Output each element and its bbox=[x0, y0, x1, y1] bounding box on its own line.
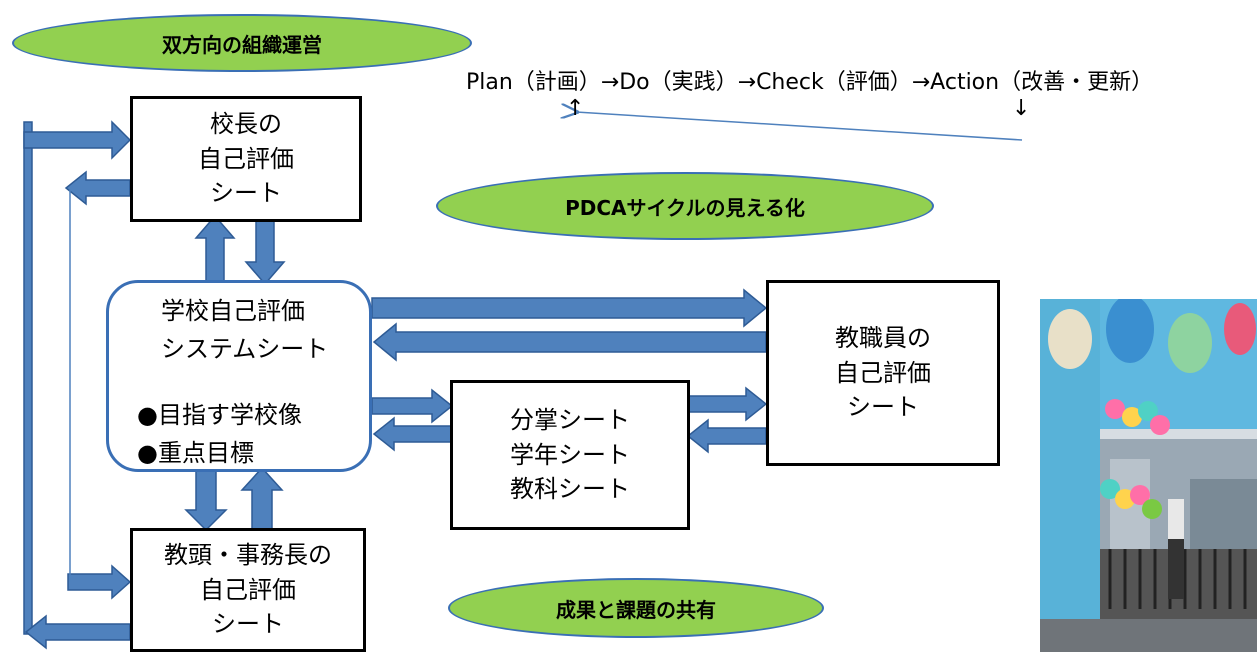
arrow-vice-to-outer bbox=[24, 614, 131, 650]
principal-line-2: 自己評価 bbox=[198, 144, 294, 173]
vice-line-2: 自己評価 bbox=[200, 575, 296, 604]
ellipse-share-label: 成果と課題の共有 bbox=[556, 597, 716, 622]
school-system-bullet-1: ●目指す学校像 bbox=[137, 401, 302, 429]
vice-principal-self-eval-box: 教頭・事務長の 自己評価 シート bbox=[130, 528, 366, 652]
arrow-system-to-division bbox=[371, 388, 454, 424]
ellipse-share: 成果と課題の共有 bbox=[448, 578, 824, 638]
arrow-principal-to-outer bbox=[64, 170, 131, 206]
ellipse-pdca-label: PDCAサイクルの見える化 bbox=[565, 195, 805, 220]
staff-self-eval-box: 教職員の 自己評価 シート bbox=[766, 280, 1000, 466]
pdca-return-line bbox=[576, 112, 1023, 141]
arrow-division-to-staff bbox=[687, 386, 768, 422]
pdca-cycle-text: Plan（計画）→Do（実践）→Check（評価）→Action（改善・更新） bbox=[466, 70, 1154, 95]
arrow-system-to-vice bbox=[184, 469, 228, 532]
vice-line-3: シート bbox=[212, 610, 284, 639]
principal-self-eval-box: 校長の 自己評価 シート bbox=[130, 96, 362, 222]
school-system-title-2: システムシート bbox=[161, 335, 329, 363]
staff-line-2: 自己評価 bbox=[835, 358, 931, 387]
arrow-system-to-staff bbox=[371, 288, 768, 328]
division-line-3: 教科シート bbox=[510, 475, 630, 504]
division-line-2: 学年シート bbox=[510, 440, 630, 469]
principal-line-3: シート bbox=[210, 179, 282, 208]
arrow-division-to-system bbox=[372, 416, 453, 452]
ellipse-bidirectional-label: 双方向の組織運営 bbox=[162, 32, 322, 57]
arrow-principal-to-system bbox=[244, 217, 286, 286]
arrow-vice-to-system bbox=[240, 466, 284, 531]
arrow-system-to-principal bbox=[194, 214, 236, 283]
staff-line-1: 教職員の bbox=[835, 323, 931, 352]
staff-line-3: シート bbox=[847, 393, 919, 422]
arrow-staff-to-system bbox=[372, 322, 767, 362]
school-system-bullet-2: ●重点目標 bbox=[137, 439, 254, 467]
pdca-down-arrow: ↓ bbox=[1012, 96, 1031, 121]
school-system-title-1: 学校自己評価 bbox=[161, 297, 305, 325]
pdca-up-arrow: ↑ bbox=[566, 96, 585, 121]
principal-line-1: 校長の bbox=[210, 109, 282, 138]
school-gate-photo bbox=[1040, 299, 1257, 652]
vice-line-1: 教頭・事務長の bbox=[164, 540, 332, 569]
division-line-1: 分掌シート bbox=[510, 405, 630, 434]
arrow-outer-to-vice bbox=[67, 564, 132, 600]
outer-left-bar-1 bbox=[23, 121, 33, 635]
division-sheets-box: 分掌シート 学年シート 教科シート bbox=[450, 380, 690, 530]
ellipse-bidirectional: 双方向の組織運営 bbox=[12, 14, 472, 72]
ellipse-pdca-visible: PDCAサイクルの見える化 bbox=[436, 172, 934, 240]
arrow-staff-to-division bbox=[686, 418, 767, 454]
school-system-sheet-box: 学校自己評価 システムシート ●目指す学校像 ●重点目標 bbox=[106, 280, 372, 472]
arrow-outer-to-principal bbox=[23, 120, 132, 160]
